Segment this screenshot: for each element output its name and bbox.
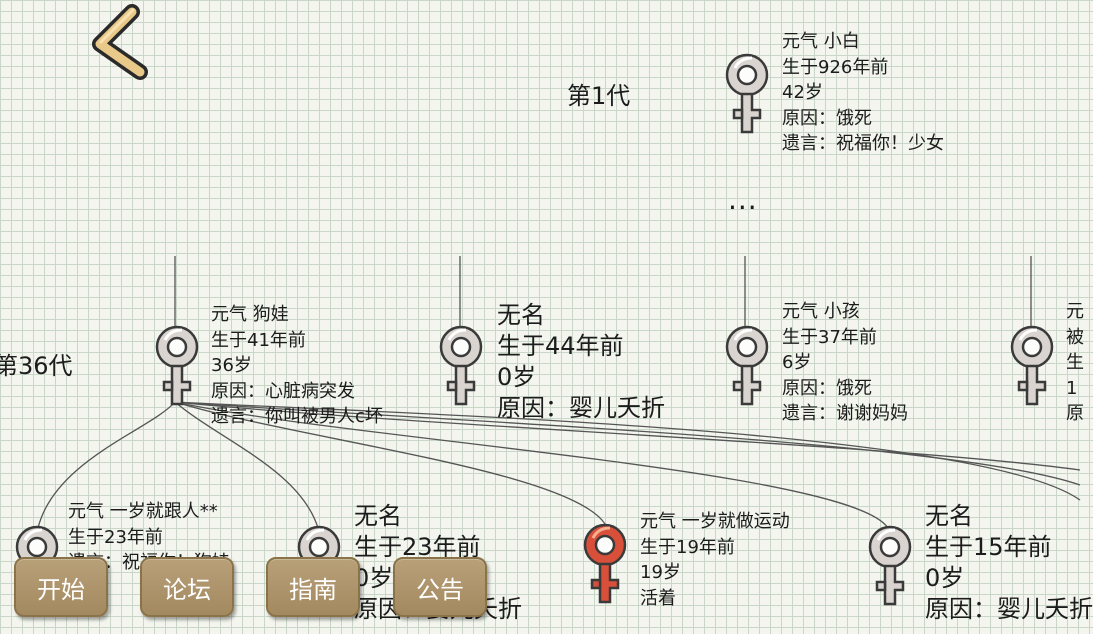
person-cause: 原因：婴儿夭折 <box>925 595 1093 623</box>
person-cause: 1 <box>1066 377 1078 399</box>
gen36-person-4-info: 元 被 生 1 原 <box>1066 299 1084 427</box>
female-symbol-icon <box>155 325 199 406</box>
person-age: 0岁 <box>925 564 965 592</box>
generation-ellipsis: ... <box>728 183 758 216</box>
person-cause: 原因：婴儿夭折 <box>497 394 665 422</box>
person-born: 生于23年前 <box>354 533 481 561</box>
female-symbol-icon-living <box>583 523 627 604</box>
female-symbol-icon <box>725 325 769 406</box>
person-age: 36岁 <box>211 355 252 376</box>
person-name: 无名 <box>354 502 402 530</box>
person-born: 被 <box>1066 326 1084 348</box>
person-age: 6岁 <box>782 352 812 373</box>
person-born: 生于19年前 <box>640 536 735 558</box>
forum-button[interactable]: 论坛 <box>140 557 234 617</box>
generation-label-36: 第36代 <box>0 352 73 380</box>
person-born: 生于37年前 <box>782 326 877 348</box>
start-button[interactable]: 开始 <box>14 557 108 617</box>
person-age: 0岁 <box>354 564 394 592</box>
back-arrow-button[interactable] <box>92 4 156 80</box>
person-name: 无名 <box>925 502 973 530</box>
gen36-person-2-info: 无名 生于44年前 0岁 原因：婴儿夭折 <box>497 300 665 424</box>
gen36-person-2[interactable] <box>436 322 486 412</box>
person-name: 元气 一岁就跟人** <box>68 501 218 522</box>
ancestor-node[interactable] <box>722 50 772 140</box>
person-will: 原 <box>1066 403 1084 424</box>
person-born: 生于926年前 <box>782 56 889 78</box>
person-age: 生 <box>1066 352 1084 373</box>
person-cause: 原因：饿死 <box>782 107 872 129</box>
person-cause: 原因：饿死 <box>782 377 872 399</box>
female-symbol-icon <box>725 53 769 134</box>
person-born: 生于15年前 <box>925 533 1052 561</box>
gen37-person-3-info: 元气 一岁就做运动 生于19年前 19岁 活着 <box>640 509 790 611</box>
gen36-person-3[interactable] <box>722 322 772 412</box>
gen37-person-3-living[interactable] <box>580 520 630 610</box>
person-will: 遗言：祝福你！少女 <box>782 133 944 154</box>
person-name: 元气 小白 <box>782 31 860 52</box>
person-age: 0岁 <box>497 363 537 391</box>
person-born: 生于41年前 <box>211 329 306 351</box>
person-age: 42岁 <box>782 82 823 103</box>
person-name: 元 <box>1066 301 1084 322</box>
gen37-person-4[interactable] <box>865 522 915 612</box>
gen36-person-3-info: 元气 小孩 生于37年前 6岁 原因：饿死 遗言：谢谢妈妈 <box>782 299 908 427</box>
person-name: 无名 <box>497 301 545 329</box>
person-cause: 原因：心脏病突发 <box>211 380 355 402</box>
gen36-person-1-info: 元气 狗娃 生于41年前 36岁 原因：心脏病突发 遗言：你叫被男人c坏 <box>211 302 383 430</box>
ancestor-info: 元气 小白 生于926年前 42岁 原因：饿死 遗言：祝福你！少女 <box>782 29 944 157</box>
female-symbol-icon <box>439 325 483 406</box>
female-symbol-icon <box>868 525 912 606</box>
person-age: 19岁 <box>640 562 681 583</box>
person-born: 生于44年前 <box>497 332 624 360</box>
person-name: 元气 小孩 <box>782 301 860 322</box>
person-name: 元气 一岁就做运动 <box>640 511 790 532</box>
person-status: 活着 <box>640 587 676 609</box>
female-symbol-icon <box>1010 325 1054 406</box>
gen36-person-4[interactable] <box>1007 322 1057 412</box>
gen37-person-4-info: 无名 生于15年前 0岁 原因：婴儿夭折 <box>925 501 1093 625</box>
person-name: 元气 狗娃 <box>211 304 289 325</box>
generation-label-1: 第1代 <box>567 82 631 110</box>
person-born: 生于23年前 <box>68 526 163 548</box>
guide-button[interactable]: 指南 <box>266 557 360 617</box>
person-will: 遗言：谢谢妈妈 <box>782 403 908 424</box>
person-will: 遗言：你叫被男人c坏 <box>211 406 383 427</box>
gen36-person-1[interactable] <box>152 322 202 412</box>
notice-button[interactable]: 公告 <box>393 557 487 617</box>
